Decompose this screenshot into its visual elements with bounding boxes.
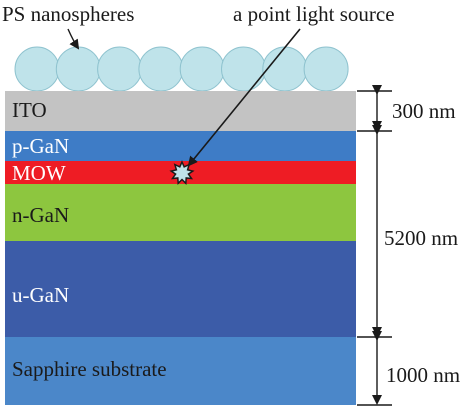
nanosphere-row: [14, 46, 349, 92]
light-source-label: a point light source: [233, 2, 395, 26]
nanosphere: [179, 46, 225, 92]
nanospheres-label: PS nanospheres: [2, 2, 134, 26]
layer-label-sapphire: Sapphire substrate: [12, 357, 167, 381]
nanosphere: [303, 46, 349, 92]
nanospheres-arrow: [67, 28, 80, 50]
layer-ito: [5, 91, 356, 131]
point-light-source-icon: [169, 160, 195, 185]
layer-label-p-gan: p-GaN: [12, 134, 69, 158]
layer-n-gan: [5, 184, 356, 241]
layer-sapphire: [5, 337, 356, 405]
dimension-lines: [357, 85, 392, 406]
nanosphere: [97, 46, 143, 92]
dim-label-gan: 5200 nm: [384, 226, 458, 250]
layer-label-n-gan: n-GaN: [12, 203, 69, 227]
dim-label-sapphire: 1000 nm: [386, 363, 460, 387]
nanosphere: [262, 46, 308, 92]
nanosphere: [221, 46, 266, 92]
nanosphere: [138, 46, 184, 92]
layer-labels: ITO p-GaN MOW n-GaN u-GaN Sapphire subst…: [12, 98, 167, 381]
layer-label-ito: ITO: [12, 98, 47, 122]
dim-label-ito: 300 nm: [392, 99, 456, 123]
layer-label-mow: MOW: [12, 161, 66, 185]
nanosphere: [14, 46, 60, 92]
nanosphere: [55, 46, 101, 92]
layer-stack: [5, 91, 356, 405]
layer-p-gan: [5, 131, 356, 161]
layer-label-u-gan: u-GaN: [12, 283, 69, 307]
layer-u-gan: [5, 241, 356, 337]
light-source-arrow: [187, 28, 301, 167]
